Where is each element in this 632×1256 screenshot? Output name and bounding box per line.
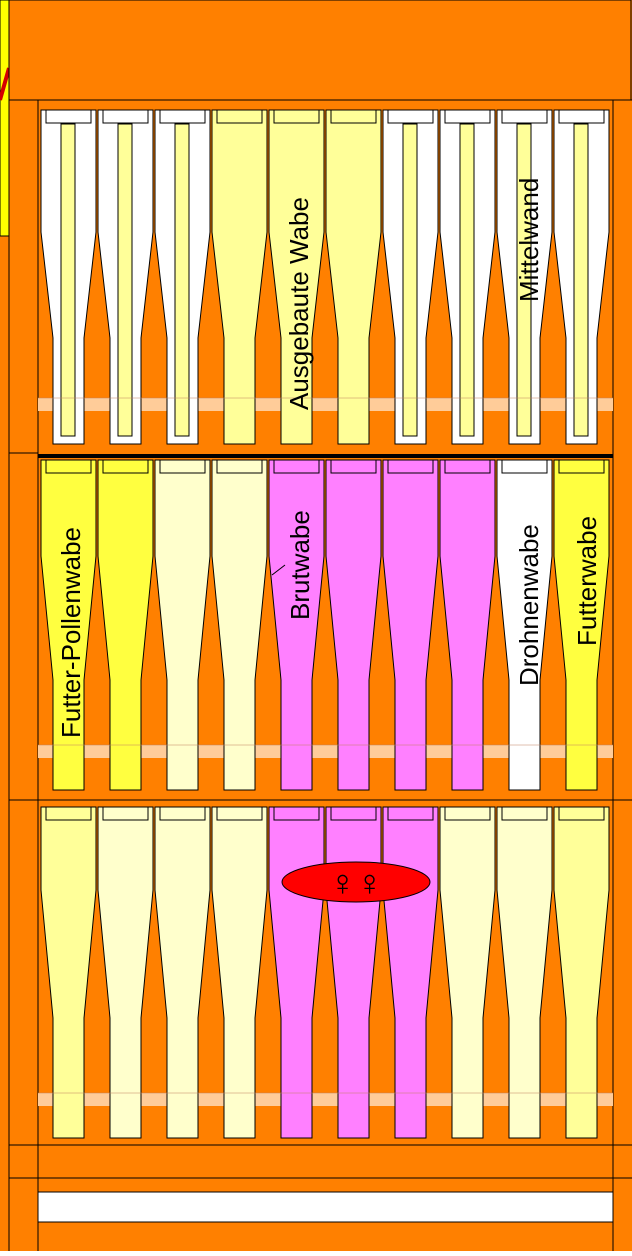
frame-top-bar xyxy=(501,459,548,474)
label-drohnenwabe: Drohnenwabe xyxy=(514,524,544,686)
frame-top-bar xyxy=(330,806,377,821)
comb-frame xyxy=(97,459,154,791)
frame-top-bar xyxy=(444,109,491,124)
brutwabe-pointer xyxy=(271,564,286,576)
foundation-strip xyxy=(174,123,190,437)
frame-top-bar xyxy=(558,459,605,474)
frame-top-bar xyxy=(216,459,263,474)
comb-frame xyxy=(439,459,496,791)
foundation-strip xyxy=(402,123,418,437)
comb-frame xyxy=(553,459,610,791)
comb-frame xyxy=(268,459,325,791)
frame-top-bar xyxy=(273,109,320,124)
frame-top-bar xyxy=(444,459,491,474)
comb-frame xyxy=(496,459,553,791)
frame-top-bar xyxy=(102,806,149,821)
foundation-strip xyxy=(459,123,475,437)
foundation-strip xyxy=(516,123,532,437)
label-futter-pollenwabe: Futter-Pollenwabe xyxy=(56,527,86,738)
comb-frame xyxy=(154,806,211,1139)
frame-top-bar xyxy=(216,806,263,821)
queen-marker xyxy=(281,861,431,903)
frame-top-bar xyxy=(273,459,320,474)
top-note-area xyxy=(0,0,10,237)
frame-top-bar xyxy=(216,109,263,124)
frame-top-bar xyxy=(558,806,605,821)
comb-frame xyxy=(154,459,211,791)
frame-top-bar xyxy=(159,806,206,821)
frame-top-bar xyxy=(159,459,206,474)
comb-frame xyxy=(211,806,268,1139)
label-mittelwand: Mittelwand xyxy=(514,178,544,302)
frame-top-bar xyxy=(444,806,491,821)
frame-top-bar xyxy=(45,109,92,124)
comb-frame xyxy=(40,459,97,791)
foundation-strip xyxy=(117,123,133,437)
frame-top-bar xyxy=(387,109,434,124)
queen-symbol: ♀♀ xyxy=(329,862,383,903)
frame-top-bar xyxy=(102,109,149,124)
comb-frame xyxy=(40,806,97,1139)
comb-frame xyxy=(211,109,268,445)
hive-roof xyxy=(8,0,632,101)
label-brutwabe: Brutwabe xyxy=(285,510,315,620)
comb-frame xyxy=(496,806,553,1139)
comb-frame xyxy=(268,109,325,445)
frame-top-bar xyxy=(501,109,548,124)
comb-frame xyxy=(211,459,268,791)
comb-frame xyxy=(553,806,610,1139)
frame-top-bar xyxy=(387,806,434,821)
frame-top-bar xyxy=(387,459,434,474)
comb-frame xyxy=(325,459,382,791)
comb-frame xyxy=(439,806,496,1139)
frame-top-bar xyxy=(273,806,320,821)
frame-top-bar xyxy=(45,806,92,821)
frame-top-bar xyxy=(102,459,149,474)
comb-frame xyxy=(325,109,382,445)
frame-top-bar xyxy=(501,806,548,821)
frame-top-bar xyxy=(159,109,206,124)
frame-top-bar xyxy=(45,459,92,474)
entrance-slot xyxy=(37,1191,614,1223)
comb-frame xyxy=(382,459,439,791)
frame-top-bar xyxy=(558,109,605,124)
red-mark-fragment xyxy=(0,67,11,101)
foundation-strip xyxy=(60,123,76,437)
frame-top-bar xyxy=(330,459,377,474)
label-futterwabe: Futterwabe xyxy=(572,516,602,646)
foundation-strip xyxy=(573,123,589,437)
comb-frame xyxy=(97,806,154,1139)
frame-top-bar xyxy=(330,109,377,124)
label-ausgebaute-wabe: Ausgebaute Wabe xyxy=(284,197,314,410)
